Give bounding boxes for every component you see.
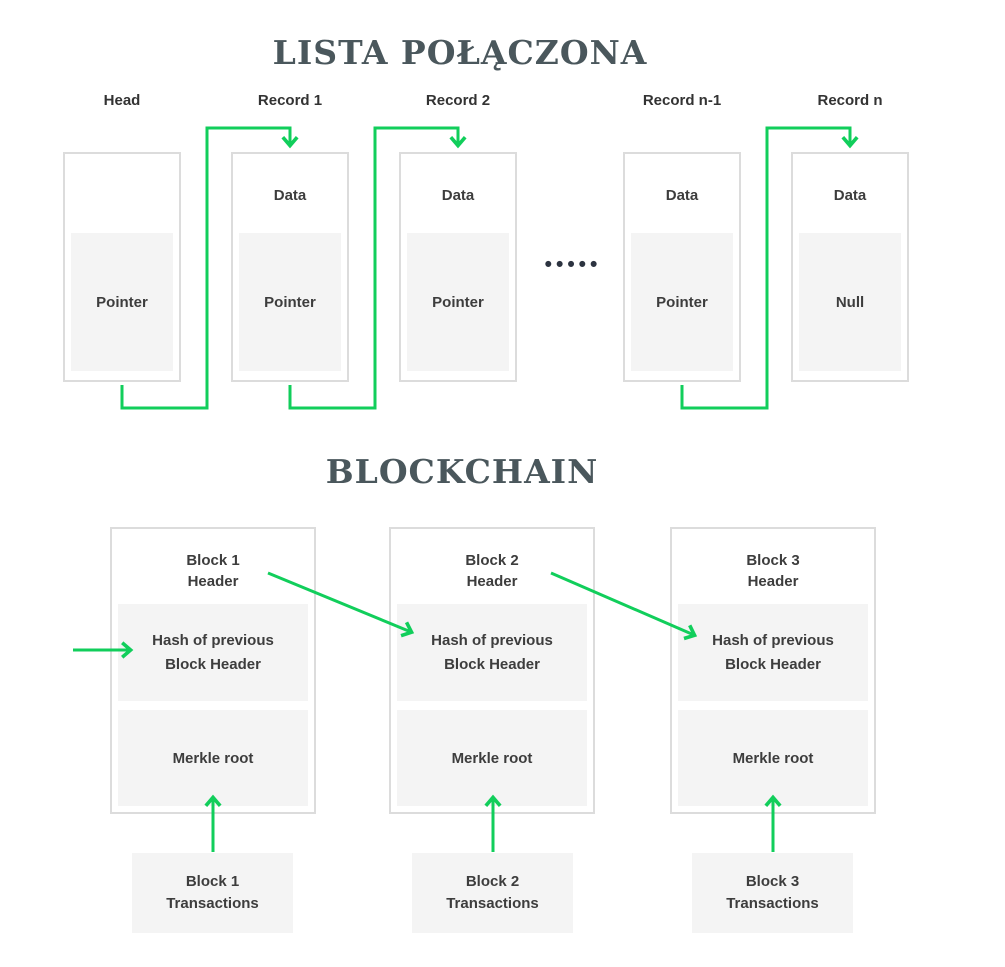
node-label-record-n: Record n	[817, 92, 883, 109]
block-3-transactions-box: Block 3 Transactions	[692, 853, 853, 933]
node-label-record-2: Record 2	[425, 92, 491, 109]
hash-line1: Hash of previous	[712, 631, 834, 649]
block-header-line1: Block 1	[186, 552, 240, 569]
node-data-label: Data	[833, 187, 867, 204]
hash-line1: Hash of previous	[431, 631, 553, 649]
hash-of-previous-cell: Hash of previous Block Header	[678, 604, 868, 701]
node-pointer-cell: Pointer	[71, 233, 173, 371]
node-pointer-cell: Pointer	[239, 233, 341, 371]
block-1-transactions-box: Block 1 Transactions	[132, 853, 293, 933]
hash-of-previous-cell: Hash of previous Block Header	[397, 604, 587, 701]
block-1-box: Block 1 Header Hash of previous Block He…	[110, 527, 316, 814]
node-data-label: Data	[441, 187, 475, 204]
hash-line2: Block Header	[725, 655, 821, 673]
node-box-record-2: Data Pointer	[399, 152, 517, 382]
tx-line2: Transactions	[726, 895, 819, 912]
node-label-head: Head	[103, 92, 141, 109]
merkle-root-cell: Merkle root	[118, 710, 308, 806]
blockchain-title: BLOCKCHAIN	[325, 452, 599, 491]
merkle-root-cell: Merkle root	[678, 710, 868, 806]
tx-line2: Transactions	[446, 895, 539, 912]
block-header-label: Block 2 Header	[391, 550, 593, 592]
linked-list-title: LISTA POŁĄCZONA	[272, 33, 648, 72]
tx-line1: Block 3	[745, 873, 800, 890]
block-3-box: Block 3 Header Hash of previous Block He…	[670, 527, 876, 814]
node-data-label: Data	[273, 187, 307, 204]
node-box-head: Pointer	[63, 152, 181, 382]
merkle-root-cell: Merkle root	[397, 710, 587, 806]
tx-line2: Transactions	[166, 895, 259, 912]
block-2-box: Block 2 Header Hash of previous Block He…	[389, 527, 595, 814]
hash-line1: Hash of previous	[152, 631, 274, 649]
hash-line2: Block Header	[165, 655, 261, 673]
node-null-cell: Null	[799, 233, 901, 371]
block-header-label: Block 3 Header	[672, 550, 874, 592]
block-header-line2: Header	[747, 573, 799, 590]
block-header-line2: Header	[466, 573, 518, 590]
node-box-record-1: Data Pointer	[231, 152, 349, 382]
tx-line1: Block 1	[185, 873, 240, 890]
node-box-record-n: Data Null	[791, 152, 909, 382]
block-header-line1: Block 2	[465, 552, 519, 569]
node-label-record-n-1: Record n-1	[642, 92, 722, 109]
block-header-label: Block 1 Header	[112, 550, 314, 592]
node-box-record-n-1: Data Pointer	[623, 152, 741, 382]
node-data-label: Data	[665, 187, 699, 204]
node-pointer-cell: Pointer	[407, 233, 509, 371]
tx-line1: Block 2	[465, 873, 520, 890]
block-2-transactions-box: Block 2 Transactions	[412, 853, 573, 933]
node-label-record-1: Record 1	[257, 92, 323, 109]
block-header-line2: Header	[187, 573, 239, 590]
block-header-line1: Block 3	[746, 552, 800, 569]
hash-line2: Block Header	[444, 655, 540, 673]
node-pointer-cell: Pointer	[631, 233, 733, 371]
ellipsis-dots: •••••	[544, 253, 602, 276]
hash-of-previous-cell: Hash of previous Block Header	[118, 604, 308, 701]
